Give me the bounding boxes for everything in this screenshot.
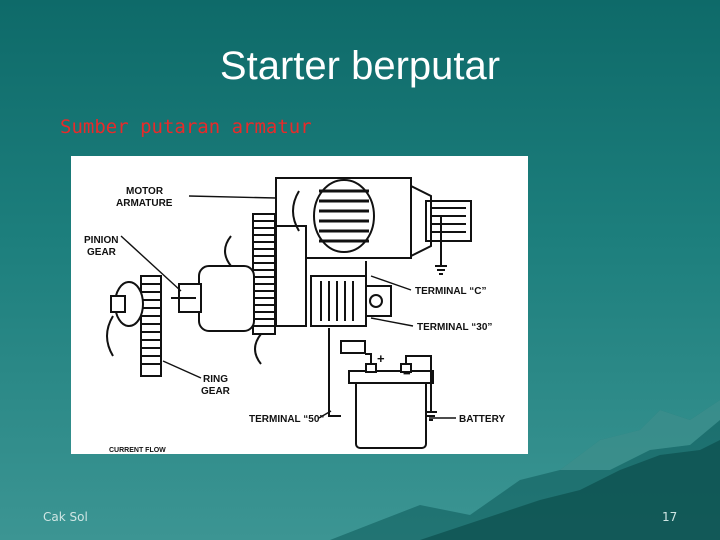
ring-gear (110, 275, 162, 377)
label-battery-plus: + (377, 351, 385, 366)
label-motor-armature-2: ARMATURE (116, 198, 173, 209)
pinion-housing (171, 265, 255, 332)
label-battery-minus: − (403, 366, 411, 381)
leader-lines (120, 195, 456, 419)
footer-author: Cak Sol (43, 510, 88, 524)
starter-motor-diagram: MOTOR ARMATURE PINION GEAR TERMINAL “C” … (71, 156, 528, 454)
page-number: 17 (662, 510, 678, 524)
label-terminal-30: TERMINAL “30” (417, 322, 492, 333)
wiring (328, 215, 447, 421)
label-current-flow: CURRENT FLOW (109, 447, 166, 454)
label-ring-gear-2: GEAR (201, 386, 231, 397)
label-terminal-c: TERMINAL “C” (415, 286, 486, 297)
rotation-arrows (106, 190, 300, 365)
slide-title: Starter berputar (219, 44, 501, 88)
armature-gear-stack (252, 213, 307, 335)
battery (348, 363, 434, 449)
label-pinion-gear-1: PINION (84, 235, 118, 246)
label-ring-gear-1: RING (203, 374, 228, 385)
label-motor-armature-1: MOTOR (126, 186, 164, 197)
label-battery: BATTERY (459, 414, 505, 425)
solenoid (310, 261, 392, 354)
label-pinion-gear-2: GEAR (87, 247, 117, 258)
slide-subtitle: Sumber putaran armatur (60, 116, 312, 138)
label-terminal-50: TERMINAL “50” (249, 414, 324, 425)
